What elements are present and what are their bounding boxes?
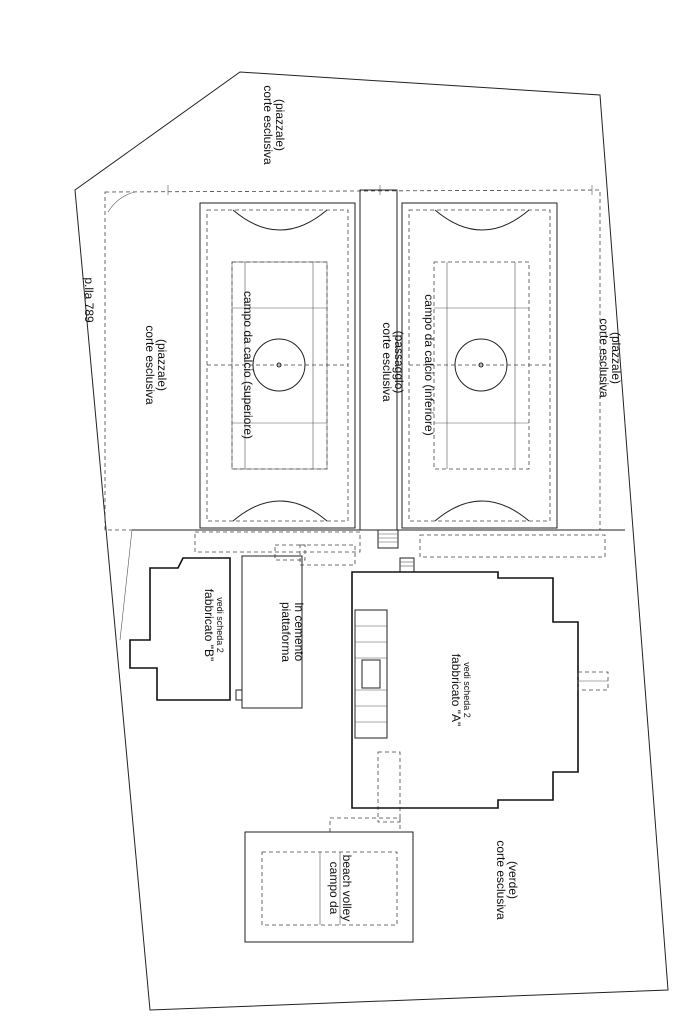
label-piattaforma: piattaforma in cemento (279, 602, 306, 662)
label-corte-piazzale-right: corte esclusiva (piazzale) (597, 318, 623, 398)
svg-text:campo da: campo da (327, 862, 341, 915)
svg-text:beach volley: beach volley (340, 855, 354, 922)
label-corte-passaggio: corte esclusiva (passaggio) (380, 322, 406, 402)
svg-text:in cemento: in cemento (292, 603, 306, 662)
field-calcio-inferiore (401, 202, 558, 529)
field-beach-volley (244, 831, 414, 943)
stairs-passage (377, 529, 415, 573)
svg-text:(verde): (verde) (506, 861, 520, 899)
svg-text:vedi scheda 2: vedi scheda 2 (462, 662, 472, 718)
building-fabbricato-a (351, 571, 579, 809)
walkways (194, 531, 606, 833)
label-corte-verde: corte esclusiva (verde) (494, 840, 520, 920)
svg-text:corte esclusiva: corte esclusiva (494, 840, 508, 920)
svg-text:(piazzale): (piazzale) (609, 332, 623, 384)
svg-text:corte esclusiva: corte esclusiva (380, 322, 394, 402)
platform-cemento (241, 555, 303, 709)
parcel-boundary (74, 71, 669, 1011)
label-corte-piazzale-left: corte esclusiva (piazzale) (143, 325, 169, 405)
svg-text:fabbricato "B": fabbricato "B" (202, 589, 216, 662)
label-corte-piazzale-top: corte esclusiva (piazzale) (261, 85, 287, 165)
svg-text:corte esclusiva: corte esclusiva (597, 318, 611, 398)
site-perimeter-dashed (104, 189, 601, 531)
stairs-fabbricato-a (354, 609, 388, 739)
svg-text:(piazzale): (piazzale) (155, 339, 169, 391)
label-fabbricato-a: fabbricato "A" vedi scheda 2 (449, 654, 472, 727)
svg-text:corte esclusiva: corte esclusiva (261, 85, 275, 165)
label-fabbricato-b: fabbricato "B" vedi scheda 2 (202, 589, 225, 662)
svg-text:piattaforma: piattaforma (279, 602, 293, 662)
label-calcio-superiore: campo da calcio (superiore) (241, 291, 255, 439)
svg-text:fabbricato "A": fabbricato "A" (449, 654, 463, 727)
field-calcio-superiore (199, 202, 356, 529)
building-fabbricato-b (129, 557, 231, 701)
platform-step (235, 689, 243, 701)
label-beach-volley: campo da beach volley (327, 855, 354, 922)
svg-text:(passaggio): (passaggio) (392, 331, 406, 394)
svg-text:vedi scheda 2: vedi scheda 2 (215, 597, 225, 653)
divider-line (119, 529, 133, 641)
svg-text:corte esclusiva: corte esclusiva (143, 325, 157, 405)
label-calcio-inferiore: campo da calcio (inferiore) (422, 294, 436, 435)
svg-text:(piazzale): (piazzale) (273, 99, 287, 151)
corner-arc (107, 191, 136, 213)
label-parcel: p.lla 789 (82, 277, 96, 323)
